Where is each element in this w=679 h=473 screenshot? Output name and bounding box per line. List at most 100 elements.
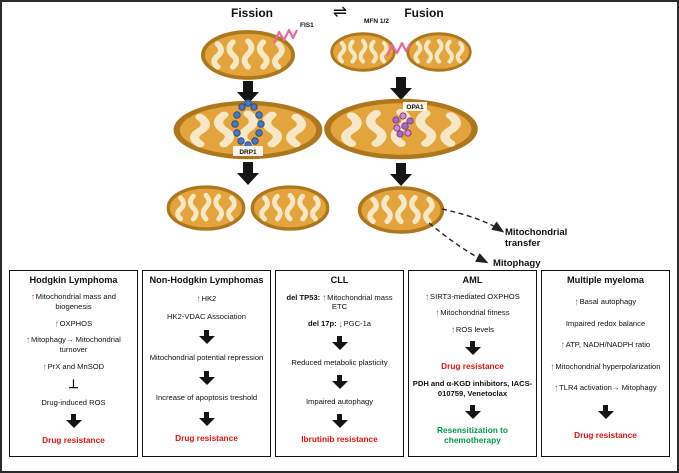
- finding-line: ↑HK2: [196, 292, 217, 305]
- finding-text: TLR4 activation→ Mitophagy: [559, 383, 657, 393]
- mitochondrion: [168, 187, 243, 229]
- finding-line: ↑Basal autophagy: [574, 295, 637, 308]
- arrow-stem: [204, 411, 209, 418]
- panel-title: Non-Hodgkin Lymphomas: [149, 275, 264, 285]
- finding-line: Impaired redox balance: [566, 319, 645, 328]
- finding-text: Mitophagy→ Mitochondrial turnover: [30, 335, 121, 354]
- down-arrow-icon: [390, 77, 412, 100]
- opa1-label-chip: [403, 102, 427, 111]
- arrow-head: [331, 381, 348, 390]
- increase-arrow-icon: ↑: [554, 381, 559, 394]
- drp1-ring-icon: [231, 99, 265, 149]
- increase-arrow-icon: ↑: [54, 316, 59, 330]
- finding-line: Drug-induced ROS: [41, 398, 105, 407]
- finding-line: ↑ATP, NADH/NADPH ratio: [560, 338, 651, 351]
- finding-text: Mitochondrial hyperpolarization: [555, 361, 661, 371]
- finding-line: del TP53: ↑Mitochondrial mass ETC: [278, 291, 401, 312]
- down-arrow-icon: [198, 411, 215, 426]
- arrow-stem: [71, 414, 76, 421]
- finding-text: OXPHOS: [59, 318, 93, 328]
- dashed-arrow-mitochondrial-transfer: [441, 208, 505, 233]
- down-arrow-icon: [331, 413, 348, 428]
- arrow-stem: [470, 405, 475, 412]
- finding-text: PDH and α-KGD inhibitors, IACS-010759, V…: [412, 379, 533, 398]
- finding-text: Mitochondrial mass ETC: [327, 292, 393, 312]
- panel-aml: AML ↑SIRT3-mediated OXPHOS ↑Mitochondria…: [408, 270, 537, 457]
- arrow-head: [331, 342, 348, 351]
- finding-line: ↑ROS levels: [451, 323, 494, 336]
- finding-line: HK2-VDAC Association: [167, 312, 246, 321]
- mitochondrion: [332, 34, 395, 71]
- finding-text: Basal autophagy: [579, 297, 637, 307]
- increase-arrow-icon: ↑: [425, 290, 430, 303]
- finding-text: SIRT3-mediated OXPHOS: [430, 291, 520, 301]
- mitochondrion: [360, 188, 443, 232]
- finding-text: Mitochondrial fitness: [440, 308, 510, 318]
- finding-text: ROS levels: [455, 324, 494, 334]
- panel-multiple-myeloma: Multiple myeloma ↑Basal autophagy Impair…: [541, 270, 670, 457]
- mitochondrion: [408, 34, 471, 71]
- drug-resistance-label: Drug resistance: [441, 361, 504, 372]
- panel-cll: CLL del TP53: ↑Mitochondrial mass ETC de…: [275, 270, 404, 457]
- mitochondrial-transfer-label: Mitochondrial: [505, 227, 567, 238]
- arrow-head: [198, 376, 215, 385]
- finding-text: PGC-1a: [343, 319, 372, 329]
- drug-resistance-label: Drug resistance: [574, 429, 637, 440]
- down-arrow-icon: [198, 329, 215, 344]
- arrow-stem: [337, 375, 342, 382]
- finding-line: Reduced metabolic plasticity: [291, 358, 387, 367]
- arrow-stem: [337, 336, 342, 343]
- finding-line: ↑TLR4 activation→ Mitophagy: [554, 381, 657, 394]
- increase-arrow-icon: ↑: [574, 295, 579, 308]
- arrow-stem: [470, 341, 475, 348]
- arrow-head: [597, 410, 614, 419]
- down-arrow-icon: [331, 336, 348, 351]
- down-arrow-icon: [597, 404, 614, 419]
- mutation-label: del 17p:: [307, 319, 337, 329]
- mutation-label: del TP53:: [286, 292, 321, 302]
- increase-arrow-icon: ↑: [196, 292, 201, 305]
- finding-line: ↑Mitochondrial fitness: [435, 307, 510, 319]
- arrow-head: [464, 411, 481, 420]
- fission-label: Fission: [231, 6, 273, 20]
- finding-text: HK2: [201, 293, 217, 303]
- finding-line: ↑Mitochondrial hyperpolarization: [550, 360, 661, 373]
- inhibition-icon: ⊥: [68, 377, 79, 392]
- finding-line: ↑Mitophagy→ Mitochondrial turnover: [12, 333, 135, 354]
- down-arrow-icon: [464, 405, 481, 420]
- equilibrium-icon: ⇌: [333, 2, 347, 21]
- down-arrow-icon: [464, 341, 481, 356]
- arrow-head: [65, 420, 82, 429]
- finding-text: Impaired autophagy: [305, 396, 374, 406]
- finding-text: HK2-VDAC Association: [167, 311, 246, 321]
- arrow-head: [464, 347, 481, 356]
- fusion-label: Fusion: [404, 6, 443, 20]
- finding-text: Reduced metabolic plasticity: [291, 357, 388, 367]
- arrow-stem: [603, 404, 608, 411]
- mitophagy-label: Mitophagy: [493, 258, 541, 268]
- finding-text: Increase of apoptosis treshold: [155, 393, 258, 403]
- finding-line: ↑OXPHOS: [54, 316, 93, 330]
- inhibitor-drugs-line: PDH and α-KGD inhibitors, IACS-010759, V…: [411, 379, 534, 398]
- ibrutinib-resistance-label: Ibrutinib resistance: [301, 434, 378, 445]
- finding-text: Impaired redox balance: [565, 318, 646, 328]
- increase-arrow-icon: ↑: [26, 333, 30, 346]
- down-arrow-icon: [390, 163, 412, 186]
- arrow-head: [198, 335, 215, 344]
- finding-text: ATP, NADH/NADPH ratio: [565, 340, 651, 350]
- finding-line: del 17p: ↓PGC-1a: [307, 317, 372, 330]
- increase-arrow-icon: ↑: [31, 290, 35, 303]
- drp1-label: DRP1: [239, 149, 257, 156]
- mitochondrial-dynamics-diagram: Fission ⇌ Fusion FIS1 DRP1 MFN 1/2 OPA1: [2, 2, 567, 269]
- increase-arrow-icon: ↑: [560, 338, 565, 351]
- mfn-protein-icon: [385, 41, 411, 57]
- finding-text: PrX and MnSOD: [47, 361, 105, 371]
- down-arrow-icon: [331, 375, 348, 390]
- finding-line: ↑Mitochondrial mass and biogenesis: [12, 290, 135, 311]
- increase-arrow-icon: ↑: [451, 323, 455, 336]
- resensitization-label: Resensitization to chemotherapy: [437, 425, 508, 446]
- decrease-arrow-icon: ↓: [338, 317, 343, 330]
- increase-arrow-icon: ↑: [550, 360, 555, 373]
- arrow-head: [198, 417, 215, 426]
- opa1-label: OPA1: [406, 104, 424, 111]
